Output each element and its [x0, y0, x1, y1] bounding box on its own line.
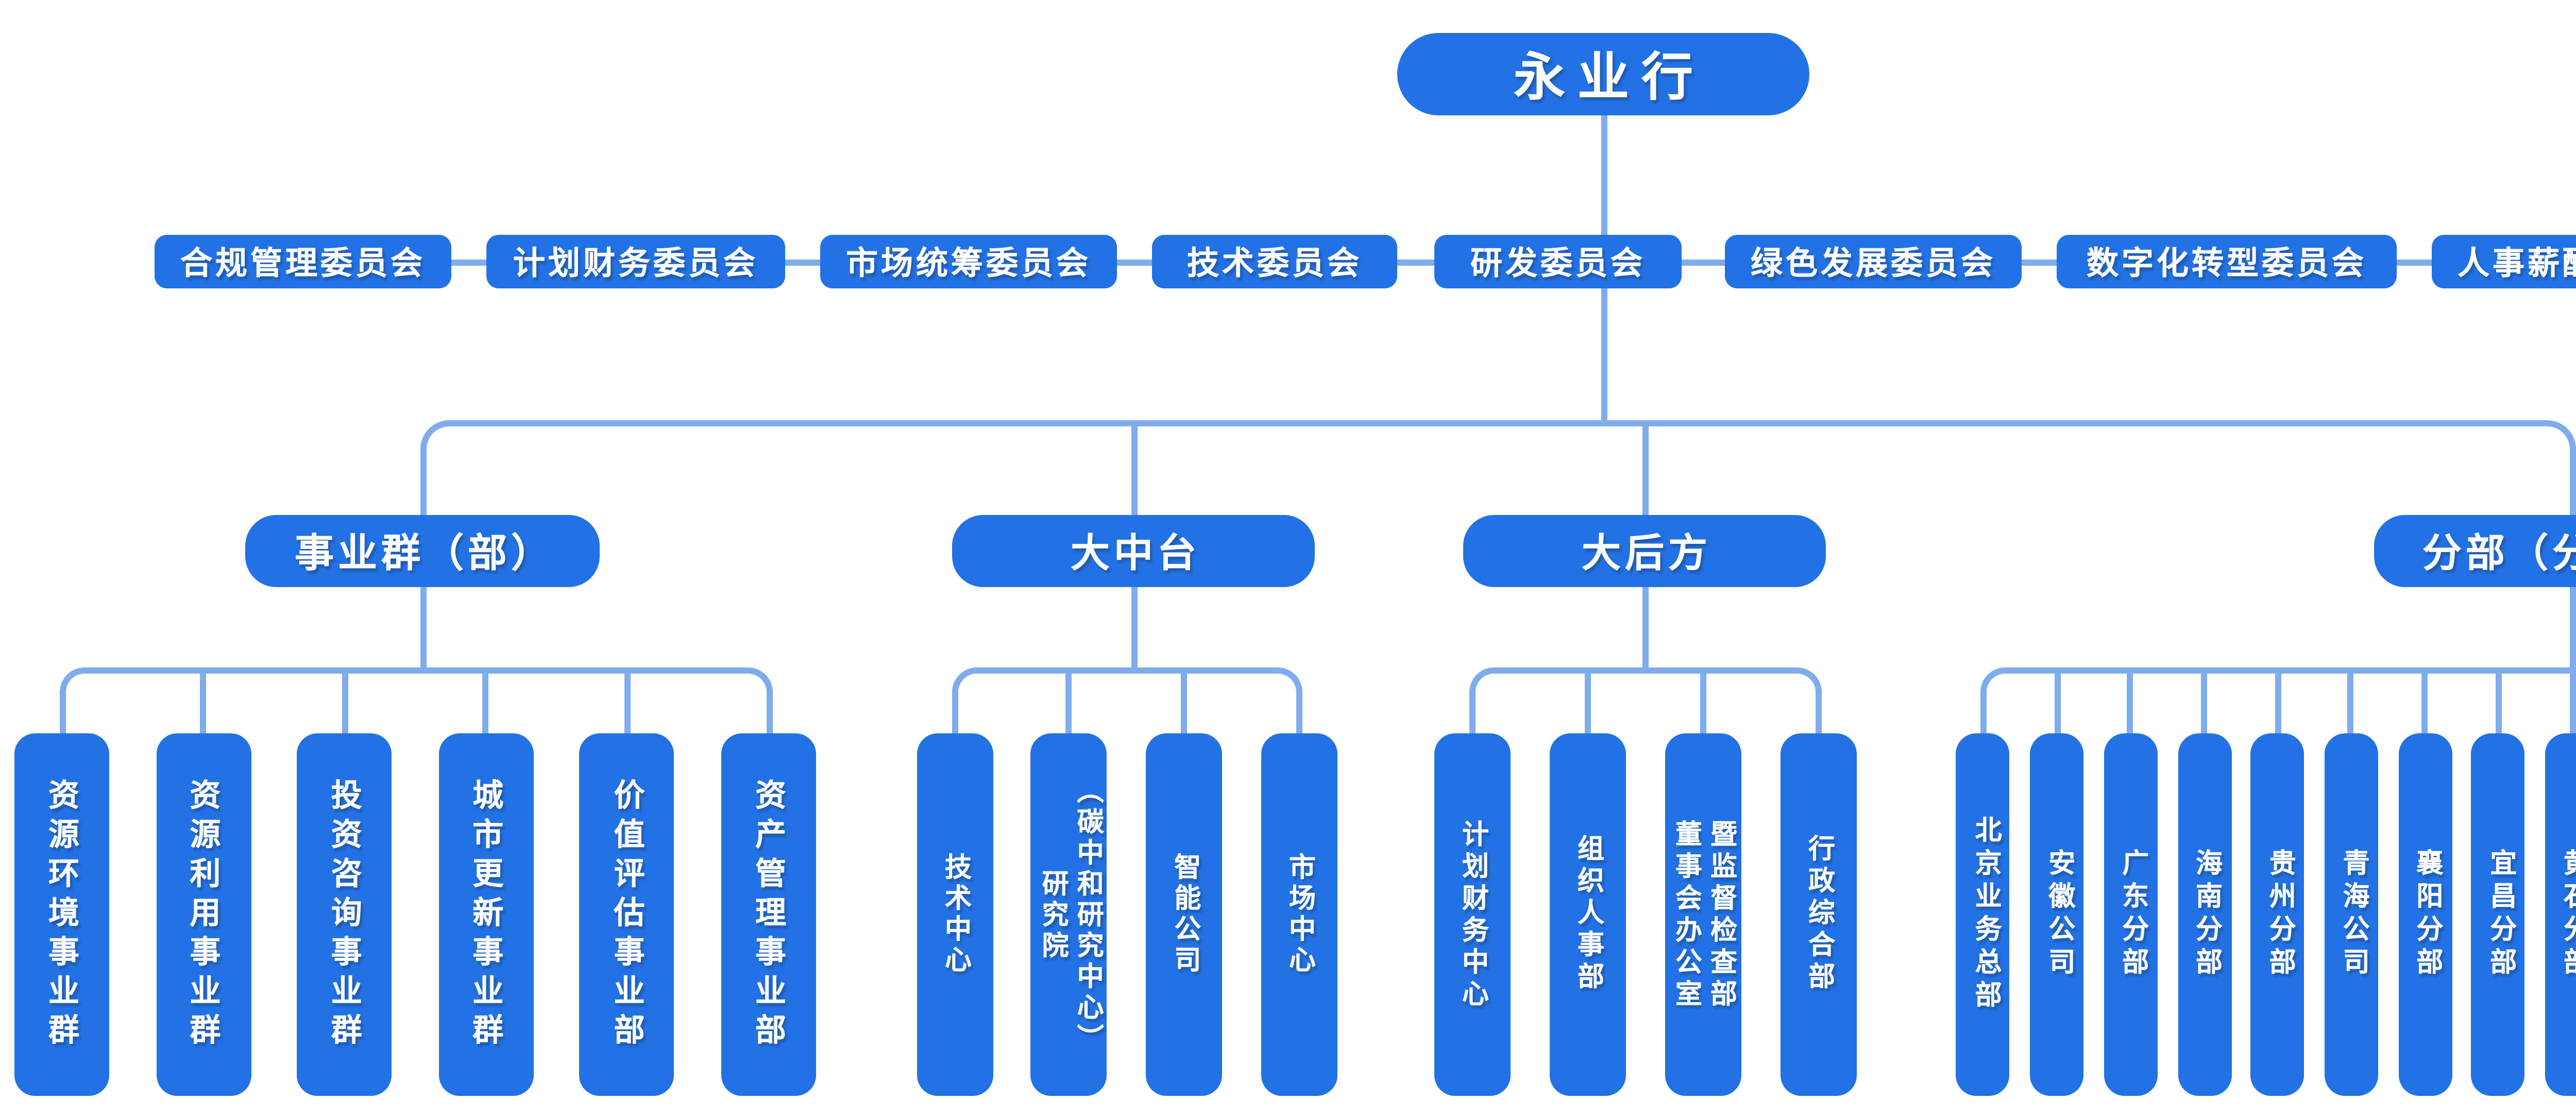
leaf-node-2-3[interactable]: 智能公司 [1145, 733, 1222, 1096]
connector-leaf-stub-1-4 [483, 667, 489, 733]
leaf-node-4-1[interactable]: 北京业务总部 [1956, 733, 2010, 1096]
leaf-node-1-6[interactable]: 资产管理事业部 [721, 733, 816, 1096]
leaf-node-3-1[interactable]: 计划财务中心 [1433, 733, 1510, 1096]
connector-leaf-stub-4-3 [2127, 667, 2134, 733]
connector-leaf-stub-4-9 [2569, 667, 2575, 733]
committee-node-7[interactable]: 数字化转型委员会 [2057, 235, 2397, 288]
leaf-node-label: 资源环境事业群 [44, 778, 81, 1052]
leaf-node-label: 安徽公司 [2042, 849, 2074, 981]
committee-node-2[interactable]: 计划财务委员会 [486, 235, 785, 288]
connector-branch-stem-3 [1641, 587, 1648, 674]
leaf-node-label: 投资咨询事业群 [327, 778, 364, 1052]
leaf-node-4-8[interactable]: 宜昌分部 [2471, 733, 2526, 1096]
leaf-node-label: 行政综合部 [1802, 835, 1833, 994]
branch-node-1[interactable]: 事业群（部） [245, 515, 600, 587]
leaf-node-label: 宜昌分部 [2484, 849, 2515, 981]
leaf-node-4-3[interactable]: 广东分部 [2104, 733, 2158, 1096]
branch-node-4[interactable]: 分部（分公司） [2374, 515, 2576, 587]
leaf-node-2-2[interactable]: 研究院 （碳中和研究中心） [1030, 733, 1107, 1096]
connector-committee-link [1397, 259, 1434, 265]
connector-level1-stub-2 [1641, 420, 1648, 515]
committee-node-8[interactable]: 人事薪酬委员会 [2432, 235, 2576, 288]
leaf-node-label: 贵州分部 [2263, 849, 2294, 981]
connector-leaf-stub-1-3 [341, 667, 348, 733]
connector-committee-link [451, 259, 486, 265]
leaf-node-label: 研究院 （碳中和研究中心） [1036, 776, 1102, 1054]
connector-level1-elbow [419, 420, 2575, 515]
leaf-node-label: 董事会办公室 暨监督检查部 [1669, 819, 1735, 1010]
leaf-node-label: 组织人事部 [1571, 835, 1602, 994]
committee-node-5[interactable]: 研发委员会 [1434, 235, 1682, 288]
root-node[interactable]: 永业行 [1397, 33, 1809, 115]
leaf-node-label: 城市更新事业群 [468, 778, 506, 1052]
connector-leaf-stub-3-3 [1699, 667, 1705, 733]
leaf-node-4-2[interactable]: 安徽公司 [2030, 733, 2084, 1096]
leaf-node-1-1[interactable]: 资源环境事业群 [14, 733, 109, 1096]
connector-leaf-stub-1-2 [200, 667, 207, 733]
committee-node-4[interactable]: 技术委员会 [1152, 235, 1397, 288]
leaf-node-1-4[interactable]: 城市更新事业群 [438, 733, 534, 1096]
connector-committee-link [1682, 259, 1725, 265]
committee-node-6[interactable]: 绿色发展委员会 [1725, 235, 2022, 288]
leaf-node-label: 襄阳分部 [2410, 849, 2442, 981]
connector-leaf-stub-4-2 [2054, 667, 2060, 733]
connector-branch-stem-1 [419, 587, 426, 674]
leaf-node-label: 广东分部 [2116, 849, 2147, 981]
leaf-node-1-5[interactable]: 价值评估事业部 [580, 733, 675, 1096]
leaf-node-3-2[interactable]: 组织人事部 [1549, 733, 1625, 1096]
leaf-node-label: 青海公司 [2336, 849, 2368, 981]
connector-leaf-stub-4-5 [2274, 667, 2281, 733]
connector-level1-stub-1 [1130, 420, 1137, 515]
connector-group-elbow-3 [1468, 667, 1821, 733]
leaf-node-4-6[interactable]: 青海公司 [2324, 733, 2378, 1096]
leaf-node-4-7[interactable]: 襄阳分部 [2398, 733, 2452, 1096]
connector-group-elbow-1 [59, 667, 772, 733]
connector-branch-stem-2 [1130, 587, 1137, 674]
leaf-node-label: 北京业务总部 [1969, 816, 2000, 1013]
connector-committee-link [1117, 259, 1152, 265]
leaf-node-4-4[interactable]: 海南分部 [2177, 733, 2231, 1096]
leaf-node-4-5[interactable]: 贵州分部 [2250, 733, 2304, 1096]
leaf-node-label: 计划财务中心 [1456, 819, 1487, 1010]
leaf-node-4-9[interactable]: 黄石分部 [2545, 733, 2576, 1096]
connector-leaf-stub-4-6 [2348, 667, 2354, 733]
leaf-node-label: 海南分部 [2190, 849, 2221, 981]
connector-leaf-stub-3-2 [1584, 667, 1590, 733]
leaf-node-label: 技术中心 [939, 853, 970, 976]
leaf-node-1-2[interactable]: 资源利用事业群 [156, 733, 251, 1096]
leaf-node-label: 资源利用事业群 [185, 778, 223, 1052]
leaf-node-2-4[interactable]: 市场中心 [1260, 733, 1336, 1096]
committee-node-3[interactable]: 市场统筹委员会 [820, 235, 1117, 288]
connector-branch-stem-4 [2569, 587, 2575, 674]
connector-leaf-stub-1-5 [624, 667, 631, 733]
leaf-node-label: 资产管理事业部 [751, 778, 788, 1052]
leaf-node-label: 市场中心 [1283, 853, 1314, 976]
leaf-node-3-3[interactable]: 董事会办公室 暨监督检查部 [1664, 733, 1740, 1096]
connector-leaf-stub-2-3 [1180, 667, 1187, 733]
leaf-node-label: 价值评估事业部 [609, 778, 647, 1052]
connector-leaf-stub-4-8 [2495, 667, 2502, 733]
connector-leaf-stub-4-7 [2421, 667, 2428, 733]
leaf-node-2-1[interactable]: 技术中心 [916, 733, 992, 1096]
branch-node-2[interactable]: 大中台 [952, 515, 1315, 587]
leaf-node-label: 智能公司 [1168, 853, 1199, 976]
connector-group-elbow-2 [951, 667, 1301, 733]
leaf-node-label: 黄石分部 [2557, 849, 2576, 981]
committee-node-1[interactable]: 合规管理委员会 [155, 235, 451, 288]
branch-node-3[interactable]: 大后方 [1463, 515, 1826, 587]
connector-committee-link [2022, 259, 2057, 265]
connector-committee-link [2397, 259, 2432, 265]
connector-committee-link [785, 259, 820, 265]
leaf-node-3-4[interactable]: 行政综合部 [1780, 733, 1856, 1096]
leaf-node-1-3[interactable]: 投资咨询事业群 [297, 733, 392, 1096]
connector-leaf-stub-4-4 [2201, 667, 2207, 733]
connector-leaf-stub-2-2 [1065, 667, 1072, 733]
